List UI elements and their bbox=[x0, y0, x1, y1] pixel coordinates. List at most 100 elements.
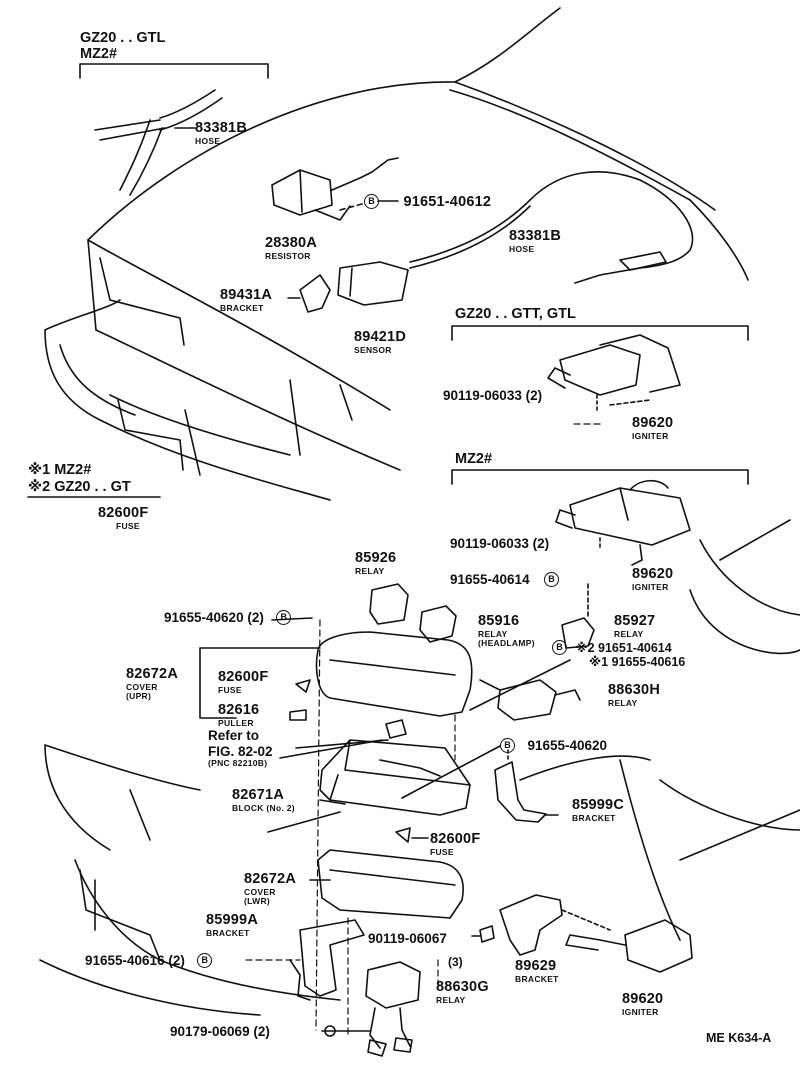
part-number: 88630H bbox=[608, 682, 660, 698]
relay-85916 bbox=[419, 605, 457, 643]
part-name: PULLER bbox=[218, 717, 254, 728]
part-91655-40616-note1[interactable]: ※1 91655-40616 bbox=[589, 655, 686, 669]
part-89629-bracket[interactable]: 89629 BRACKET bbox=[515, 959, 559, 983]
bracket-85999a bbox=[299, 919, 365, 997]
part-number: 89431A bbox=[220, 287, 272, 303]
part-90119-06067[interactable]: 90119-06067 (3) bbox=[368, 932, 463, 968]
part-82672a-cover-lwr[interactable]: 82672A COVER (LWR) bbox=[244, 872, 296, 906]
part-number: 91655-40620 (2) bbox=[164, 610, 264, 625]
part-name: RELAY bbox=[608, 697, 638, 708]
part-82600f-fuse-b[interactable]: 82600F FUSE bbox=[218, 670, 268, 694]
part-number: 82616 bbox=[218, 702, 260, 718]
group-label-mz2-mid: MZ2# bbox=[455, 451, 493, 467]
part-number: 82672A bbox=[244, 871, 296, 887]
part-83381b-hose-a[interactable]: 83381B HOSE bbox=[195, 121, 247, 145]
part-number: 83381B bbox=[195, 120, 247, 136]
part-name: RELAY bbox=[478, 628, 508, 639]
part-83381b-hose-b[interactable]: 83381B HOSE bbox=[509, 229, 561, 253]
part-name: BRACKET bbox=[515, 973, 559, 984]
part-90179-06069[interactable]: 90179-06069 (2) bbox=[170, 1024, 270, 1039]
part-name: HOSE bbox=[195, 135, 221, 146]
part-name: BRACKET bbox=[220, 302, 264, 313]
part-89620-igniter-a[interactable]: 89620 IGNITER bbox=[632, 416, 673, 440]
part-number: 90119-06067 bbox=[368, 931, 447, 946]
part-number: 28380A bbox=[265, 235, 317, 251]
bracket-89431a bbox=[299, 274, 331, 313]
part-number: 91655-40616 (2) bbox=[85, 953, 185, 968]
hood-front-lower bbox=[87, 239, 391, 411]
circle-b-mark: B bbox=[276, 610, 292, 626]
part-82616-puller[interactable]: 82616 PULLER bbox=[218, 703, 259, 727]
hood-edge bbox=[87, 81, 456, 241]
part-91655-40620-right[interactable]: B 91655-40620 bbox=[500, 738, 607, 754]
diagram-code: ME K634-A bbox=[706, 1031, 772, 1045]
part-89421d-sensor[interactable]: 89421D SENSOR bbox=[354, 330, 406, 354]
part-91655-40616-lower[interactable]: 91655-40616 (2) B bbox=[85, 953, 213, 969]
part-number: 82600F bbox=[218, 669, 269, 685]
part-82671a-block[interactable]: 82671A BLOCK (No. 2) bbox=[232, 788, 295, 812]
part-number: 89629 bbox=[515, 958, 557, 974]
part-name: FUSE bbox=[116, 520, 140, 531]
circle-b-mark: B bbox=[364, 194, 379, 210]
part-85999a-bracket[interactable]: 85999A BRACKET bbox=[206, 913, 258, 937]
part-number: 91651-40612 bbox=[403, 194, 492, 210]
relay-88630g bbox=[365, 961, 421, 1009]
circle-b-mark: B bbox=[500, 738, 515, 754]
part-82600f-fuse-c[interactable]: 82600F FUSE bbox=[430, 832, 480, 856]
circle-b-mark: B bbox=[552, 640, 567, 656]
part-28380a-resistor[interactable]: 28380A RESISTOR bbox=[265, 236, 317, 260]
part-89620-igniter-b[interactable]: 89620 IGNITER bbox=[632, 567, 673, 591]
part-number: 89421D bbox=[354, 329, 406, 345]
group-label-mz2-top: MZ2# bbox=[80, 46, 118, 62]
part-number: 91655-40620 bbox=[527, 738, 608, 753]
part-88630g-relay[interactable]: 88630G RELAY bbox=[436, 980, 489, 1004]
part-name: FUSE bbox=[430, 846, 454, 857]
part-name: BLOCK (No. 2) bbox=[232, 802, 295, 813]
part-name: RELAY bbox=[355, 565, 385, 576]
part-85916-relay[interactable]: 85916 RELAY (HEADLAMP) bbox=[478, 614, 535, 648]
part-91655-40614[interactable]: 91655-40614 B bbox=[450, 572, 560, 588]
part-91655-40620-left[interactable]: 91655-40620 (2) B bbox=[164, 610, 292, 626]
part-name-detail: (LWR) bbox=[244, 896, 271, 906]
part-85926-relay[interactable]: 85926 RELAY bbox=[355, 551, 396, 575]
circle-b-mark: B bbox=[197, 953, 213, 969]
bracket-89629 bbox=[499, 894, 563, 956]
part-name: IGNITER bbox=[632, 581, 669, 592]
group-label-gz20-gtl: GZ20 . . GTL bbox=[80, 30, 166, 46]
part-88630h-relay[interactable]: 88630H RELAY bbox=[608, 683, 660, 707]
refer-line-2: FIG. 82-02 bbox=[208, 743, 273, 759]
part-number: 90119-06033 (2) bbox=[450, 536, 550, 551]
part-89431a-bracket[interactable]: 89431A BRACKET bbox=[220, 288, 272, 312]
part-name: SENSOR bbox=[354, 344, 392, 355]
part-number: 85916 bbox=[478, 613, 520, 629]
cover-lower bbox=[317, 849, 464, 919]
part-number: 85999A bbox=[206, 912, 258, 928]
refer-to-fig[interactable]: Refer to FIG. 82-02 (PNC 82210B) bbox=[208, 729, 273, 768]
block-82671a bbox=[319, 739, 471, 816]
part-number: 82671A bbox=[232, 787, 284, 803]
sensor-body bbox=[337, 261, 409, 306]
refer-line-1: Refer to bbox=[208, 728, 260, 743]
group-bracket-mz2 bbox=[451, 469, 749, 485]
part-90119-06033-a[interactable]: 90119-06033 (2) bbox=[443, 389, 542, 403]
part-name-detail: (HEADLAMP) bbox=[478, 638, 535, 648]
part-name: COVER bbox=[126, 681, 158, 692]
part-number: 89620 bbox=[632, 566, 674, 582]
part-82672a-cover-upr[interactable]: 82672A COVER (UPR) bbox=[126, 667, 178, 701]
part-82600f-fuse-a[interactable]: 82600F FUSE bbox=[98, 506, 148, 530]
igniter-mz2 bbox=[569, 487, 691, 546]
part-85927-relay[interactable]: 85927 RELAY bbox=[614, 614, 655, 638]
refer-line-3: (PNC 82210B) bbox=[208, 758, 268, 768]
group-bracket-top bbox=[79, 63, 269, 79]
bracket-85999c bbox=[494, 761, 547, 823]
part-89620-igniter-c[interactable]: 89620 IGNITER bbox=[622, 992, 663, 1016]
part-91651-40614[interactable]: B ※2 91651-40614 bbox=[552, 640, 672, 656]
part-name: BRACKET bbox=[572, 812, 616, 823]
part-name: RELAY bbox=[614, 628, 644, 639]
part-85999c-bracket[interactable]: 85999C BRACKET bbox=[572, 798, 624, 822]
circle-b-mark: B bbox=[544, 572, 560, 588]
part-91651-40612[interactable]: B 91651-40612 bbox=[364, 194, 491, 210]
part-90119-06033-b[interactable]: 90119-06033 (2) bbox=[450, 537, 549, 551]
part-number: 89620 bbox=[632, 415, 674, 431]
